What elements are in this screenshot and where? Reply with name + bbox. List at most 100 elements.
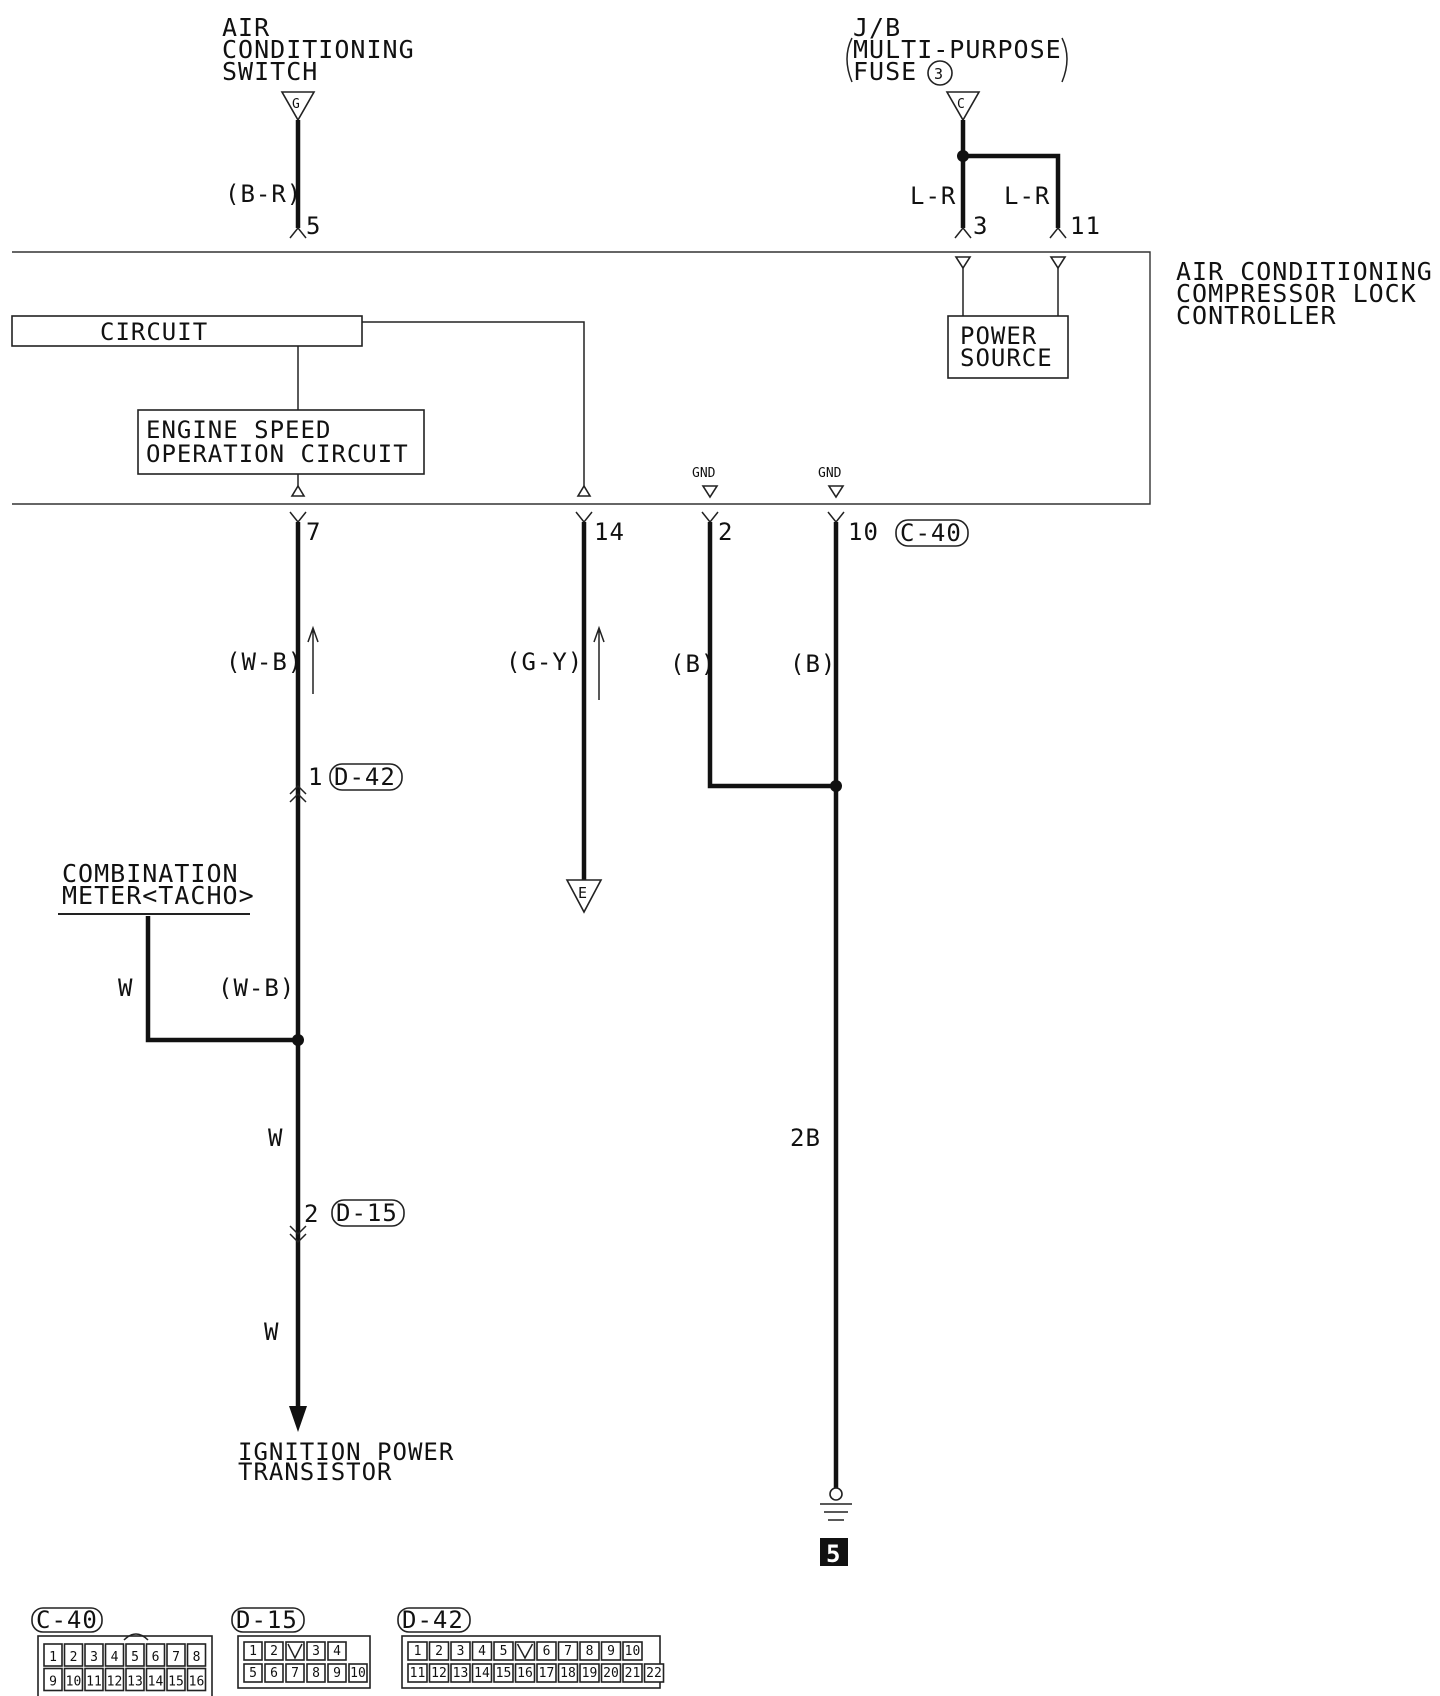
connector-pin-cell	[407, 1641, 428, 1661]
connector-pin-cell	[63, 1667, 84, 1692]
wire-w-meter	[145, 916, 298, 1043]
svg-text:GND: GND	[818, 466, 842, 481]
connector-pin-cell	[450, 1641, 471, 1661]
connector-pin-cell	[145, 1643, 166, 1667]
svg-text:C: C	[957, 97, 965, 112]
connector-pin-number: 10	[625, 1644, 641, 1659]
connector-pin-number: 3	[457, 1644, 465, 1659]
connector-pin-number: 3	[90, 1650, 98, 1665]
arrow-to-ignition	[289, 1406, 307, 1432]
pin-5-label: 5	[306, 212, 321, 240]
power-source-box: POWER SOURCE	[947, 256, 1069, 379]
wire-label-2b: 2B	[790, 1124, 821, 1152]
signal-arrow-w-b	[307, 625, 319, 694]
connector-pin-cell	[643, 1663, 665, 1683]
connector-pin-cell	[327, 1641, 347, 1661]
jb-connector-triangle: C	[945, 91, 981, 122]
connector-pin-number: 7	[172, 1650, 180, 1665]
connector-pin-number: 12	[107, 1675, 123, 1690]
connector-pin-number: 13	[127, 1675, 143, 1690]
svg-text:IGNITION POWER: IGNITION POWER	[238, 1438, 454, 1466]
connector-pin-cell	[166, 1667, 186, 1692]
connector-pin-cell	[348, 1663, 368, 1683]
svg-text:CONDITIONING: CONDITIONING	[222, 35, 415, 64]
wire-label-b-r: (B-R)	[225, 180, 302, 208]
connector-pin-number: 15	[168, 1675, 184, 1690]
connector-pin-number: 1	[249, 1644, 257, 1659]
connector-pin-number: 12	[431, 1666, 447, 1681]
ac-switch-label: AIR CONDITIONING SWITCH	[222, 13, 415, 86]
connector-pin-number: 17	[539, 1666, 555, 1681]
connector-pin-number: 9	[49, 1675, 57, 1690]
connector-pin-cell	[600, 1663, 622, 1683]
connector-pin-number: 9	[333, 1666, 341, 1681]
connector-pin-number: 16	[517, 1666, 533, 1681]
svg-text:METER<TACHO>: METER<TACHO>	[62, 881, 255, 910]
connector-pin-cell	[471, 1641, 493, 1661]
wire-junction-meter	[292, 1034, 304, 1046]
ground-symbol	[820, 1487, 852, 1521]
wire-junction	[957, 150, 969, 162]
connector-d-42-tag: D-42	[329, 763, 403, 791]
connector-pin-number: 10	[350, 1666, 366, 1681]
connector-pin-cell	[557, 1663, 579, 1683]
connector-pin-number: 1	[49, 1650, 57, 1665]
connector-pin-cell	[536, 1641, 557, 1661]
connector-pin-cell	[471, 1663, 493, 1683]
ac-switch-connector-triangle: G	[280, 91, 316, 122]
signal-arrow-g-y	[593, 625, 605, 700]
svg-text:AIR CONDITIONING: AIR CONDITIONING	[1176, 257, 1433, 286]
gnd-label-pin-2: GND	[692, 466, 719, 499]
connector-pin-number: 10	[66, 1675, 82, 1690]
connector-pin-number: 11	[86, 1675, 102, 1690]
bottom-pin-connector-marks	[289, 511, 845, 524]
connector-pin-cell	[450, 1663, 471, 1683]
svg-text:D-42: D-42	[402, 1606, 464, 1634]
pin-11-label: 11	[1070, 212, 1101, 240]
connector-pin-cell	[493, 1663, 514, 1683]
svg-text:CONTROLLER: CONTROLLER	[1176, 301, 1337, 330]
connector-pin-number: 14	[474, 1666, 490, 1681]
connector-pin-cell	[306, 1663, 326, 1683]
connector-pin-number: 6	[270, 1666, 278, 1681]
connector-pin-number: 13	[453, 1666, 469, 1681]
connector-pin-cell	[536, 1663, 557, 1683]
svg-text:COMBINATION: COMBINATION	[62, 859, 239, 888]
connector-pin-number: 22	[646, 1666, 662, 1681]
connector-pin-number: 16	[189, 1675, 205, 1690]
connector-pin-cell	[166, 1643, 186, 1667]
connector-pin-number: 6	[543, 1644, 551, 1659]
connector-pin-number: 2	[270, 1644, 278, 1659]
connector-pin-cell	[514, 1641, 536, 1661]
svg-text:C-40: C-40	[36, 1606, 98, 1634]
connector-pin-cell	[327, 1663, 347, 1683]
connector-pin-number: 7	[291, 1666, 299, 1681]
connector-pin-number: 4	[111, 1650, 119, 1665]
connector-pin-cell	[84, 1667, 104, 1692]
controller-name-label: AIR CONDITIONING COMPRESSOR LOCK CONTROL…	[1176, 257, 1433, 330]
terminal-e: E	[565, 879, 603, 914]
connector-pin-cell	[514, 1663, 536, 1683]
wire-junction-ground	[830, 780, 842, 792]
connector-pin-cell	[428, 1663, 450, 1683]
connector-pin-number: 4	[333, 1644, 341, 1659]
connector-pin-number: 2	[435, 1644, 443, 1659]
connector-pin-number: 6	[152, 1650, 160, 1665]
pin-10-label: 10	[848, 518, 879, 546]
connector-d-15-tag: D-15	[331, 1199, 405, 1227]
svg-text:ENGINE SPEED: ENGINE SPEED	[146, 416, 331, 444]
connector-pin-cell	[622, 1641, 643, 1661]
connector-pin-cell	[285, 1663, 305, 1683]
svg-text:GND: GND	[692, 466, 716, 481]
connector-pin-number: 8	[586, 1644, 594, 1659]
svg-text:J/B: J/B	[853, 13, 901, 42]
connector-c-40-tag: C-40	[895, 519, 969, 547]
svg-text:D-15: D-15	[336, 1199, 398, 1227]
connector-pin-cell	[407, 1663, 428, 1683]
connector-pin-cell	[264, 1641, 284, 1661]
gnd-label-pin-10: GND	[818, 466, 845, 499]
connector-pin-cell	[600, 1641, 622, 1661]
fuse-number-circle: 3	[927, 60, 953, 86]
wire-label-w-b-upper: (W-B)	[226, 648, 303, 676]
